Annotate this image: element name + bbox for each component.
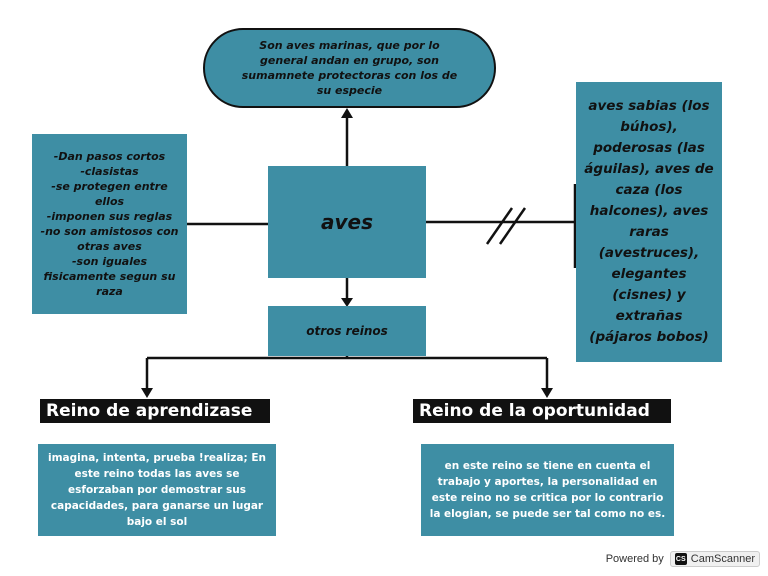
- center-node: aves: [268, 166, 426, 278]
- reino-oportunidad-box: en este reino se tiene en cuenta el trab…: [421, 444, 674, 536]
- reino-oportunidad-text: en este reino se tiene en cuenta el trab…: [429, 460, 666, 520]
- characteristics-box: -Dan pasos cortos -clasistas -se protege…: [32, 134, 187, 314]
- reino-aprendizaje-text: imagina, intenta, prueba !realiza; En es…: [47, 452, 266, 528]
- characteristic-item: -son iguales fisicamente segun su raza: [43, 255, 176, 298]
- otros-reinos-label: otros reinos: [306, 324, 388, 338]
- camscanner-icon: CS: [674, 553, 687, 565]
- camscanner-watermark: Powered by CS CamScanner: [606, 548, 760, 570]
- center-label: aves: [320, 210, 373, 234]
- characteristic-item: -imponen sus reglas: [46, 210, 173, 223]
- types-text: aves sabias (los búhos), poderosas (las …: [584, 98, 714, 345]
- otros-reinos-node: otros reinos: [268, 306, 426, 356]
- types-box: aves sabias (los búhos), poderosas (las …: [576, 82, 722, 362]
- characteristic-item: -se protegen entre ellos: [51, 180, 168, 208]
- description-text: Son aves marinas, que por lo general and…: [241, 39, 458, 97]
- powered-by-label: Powered by: [605, 553, 664, 565]
- camscanner-badge: CS CamScanner: [669, 551, 760, 567]
- description-oval: Son aves marinas, que por lo general and…: [203, 28, 496, 108]
- camscanner-brand: CamScanner: [690, 553, 755, 565]
- reino-aprendizaje-title: Reino de aprendizase: [40, 399, 270, 423]
- characteristic-item: -Dan pasos cortos: [53, 150, 166, 163]
- characteristic-item: -no son amistosos con otras aves: [40, 225, 179, 253]
- characteristic-item: -clasistas: [80, 165, 139, 178]
- reino-aprendizaje-box: imagina, intenta, prueba !realiza; En es…: [38, 444, 276, 536]
- reino-oportunidad-title: Reino de la oportunidad: [413, 399, 671, 423]
